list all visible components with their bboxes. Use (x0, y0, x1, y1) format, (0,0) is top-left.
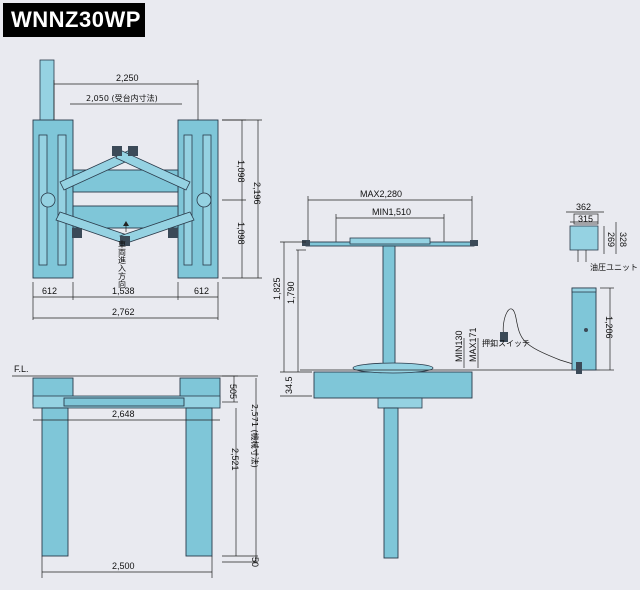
fl-label: F.L. (14, 364, 29, 374)
dim-max2280: MAX2,280 (360, 189, 402, 199)
dim-1825: 1,825 (272, 277, 282, 300)
dim-2521: 2,521 (230, 448, 240, 471)
plan-view: 2,250 2,050 (受台内寸法) 1,098 1,098 2,196 車両… (32, 59, 262, 320)
dim-1206: 1,206 (604, 316, 614, 339)
dim-315: 315 (578, 214, 593, 224)
side-view: MAX2,280 MIN1,510 1,825 1,790 (272, 189, 600, 559)
dim-269: 269 (606, 232, 616, 247)
dim-2648: 2,648 (112, 409, 135, 419)
dim-1790: 1,790 (286, 281, 296, 304)
dim-612-right: 612 (194, 286, 209, 296)
switch-label: 押釦スイッチ (482, 338, 530, 348)
dim-2762: 2,762 (112, 307, 135, 317)
plan-column-stub (39, 59, 55, 123)
dim-max171: MAX171 (468, 327, 478, 362)
front-view: F.L. 505 2,648 2,521 2,571 (機械寸法) (12, 364, 260, 578)
vehicle-direction: 車両進入方向 (118, 221, 129, 288)
dim-min130: MIN130 (454, 330, 464, 362)
side-column (382, 245, 396, 373)
front-right-leg (185, 407, 213, 557)
direction-arrow-icon (123, 221, 129, 226)
side-pit-column (383, 407, 399, 559)
dim-min1510: MIN1,510 (372, 207, 411, 217)
dim-2250: 2,250 (116, 73, 139, 83)
model-title: WNNZ30WP (3, 3, 145, 37)
dim-362: 362 (576, 202, 591, 212)
dim-1098-bottom: 1,098 (236, 222, 246, 245)
dim-1538: 1,538 (112, 286, 135, 296)
unit-top-view (569, 225, 599, 251)
dim-612-left: 612 (42, 286, 57, 296)
dim-2571: 2,571 (機械寸法) (250, 404, 260, 468)
hydraulic-unit: 362 315 269 328 油圧ユニット 1,206 (566, 202, 638, 374)
dim-2196: 2,196 (252, 182, 262, 205)
dim-2500: 2,500 (112, 561, 135, 571)
unit-label: 油圧ユニット (590, 262, 638, 272)
dim-1098-top: 1,098 (236, 160, 246, 183)
front-left-leg (41, 407, 69, 557)
dim-328: 328 (618, 232, 628, 247)
dim-345: 34.5 (284, 376, 294, 394)
push-button-switch: 押釦スイッチ (482, 308, 587, 369)
dim-505: 505 (228, 384, 238, 399)
unit-cabinet (571, 287, 597, 371)
dim-50: 50 (250, 557, 260, 567)
dim-2050: 2,050 (受台内寸法) (86, 93, 158, 103)
side-base (313, 371, 473, 399)
switch-icon (500, 332, 508, 342)
direction-label: 車両進入方向 (118, 239, 127, 288)
plan-arm-right-upper (115, 149, 191, 191)
